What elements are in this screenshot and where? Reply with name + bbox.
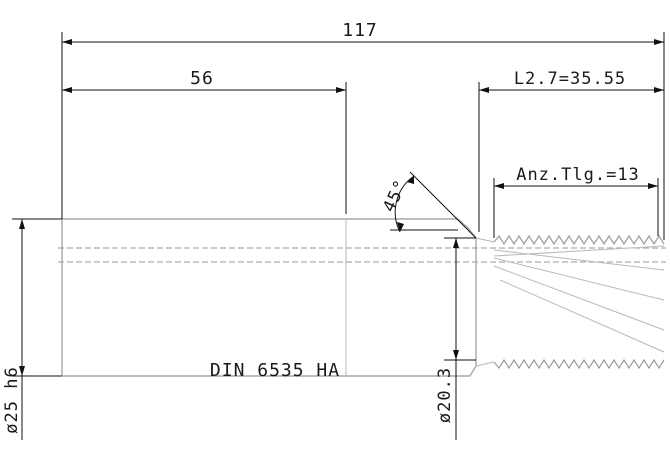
dimension-neck-diameter: ø20.3 [435,237,476,440]
label-teeth-count: Anz.Tlg.=13 [516,165,640,185]
dimension-teeth-count: Anz.Tlg.=13 [493,165,659,238]
arrow-117-left [62,39,72,45]
label-neck-diameter: ø20.3 [435,367,455,423]
label-thread-length: L2.7=35.55 [514,69,626,89]
arrow-56-left [62,87,72,93]
arrow-thread-right [654,87,664,93]
thread-transition-top [475,237,495,243]
dimension-overall-length: 117 [61,20,665,240]
thread-transition-bottom [475,361,495,367]
label-overall-length: 117 [342,20,378,41]
flute-line-3 [493,265,665,331]
chamfer-bottom [469,365,477,377]
arrow-chamfer-bottom [397,222,404,232]
arrow-thread-left [479,87,489,93]
arrow-neck-top [453,238,459,248]
arrow-shank-bottom [19,366,25,376]
dimension-shank-diameter: ø25 h6 [2,218,62,440]
flute-line-1 [493,249,665,271]
arrow-chamfer-top [407,176,414,184]
chamfer-arc [394,175,415,233]
flute-line-5 [493,245,665,257]
dimension-thread-length: L2.7=35.55 [478,69,664,232]
label-shank-diameter: ø25 h6 [2,366,22,433]
chamfer-ext-line [409,171,477,239]
flute-line-4 [499,279,665,353]
thread-section [493,234,665,370]
dimension-shank-length: 56 [62,68,347,214]
arrow-56-right [336,87,346,93]
arrow-117-right [654,39,664,45]
tool-body [58,218,666,377]
standard-label: DIN 6535 HA [210,360,340,381]
flute-line-2 [493,257,665,301]
thread-top-profile [493,234,665,246]
arrow-shank-top [19,219,25,229]
arrow-neck-bottom [453,350,459,360]
label-shank-length: 56 [190,68,214,89]
dimension-chamfer-angle: 45° [379,171,477,239]
arrow-teeth-left [494,183,504,189]
thread-bottom-profile [493,358,665,370]
arrow-teeth-right [648,183,658,189]
